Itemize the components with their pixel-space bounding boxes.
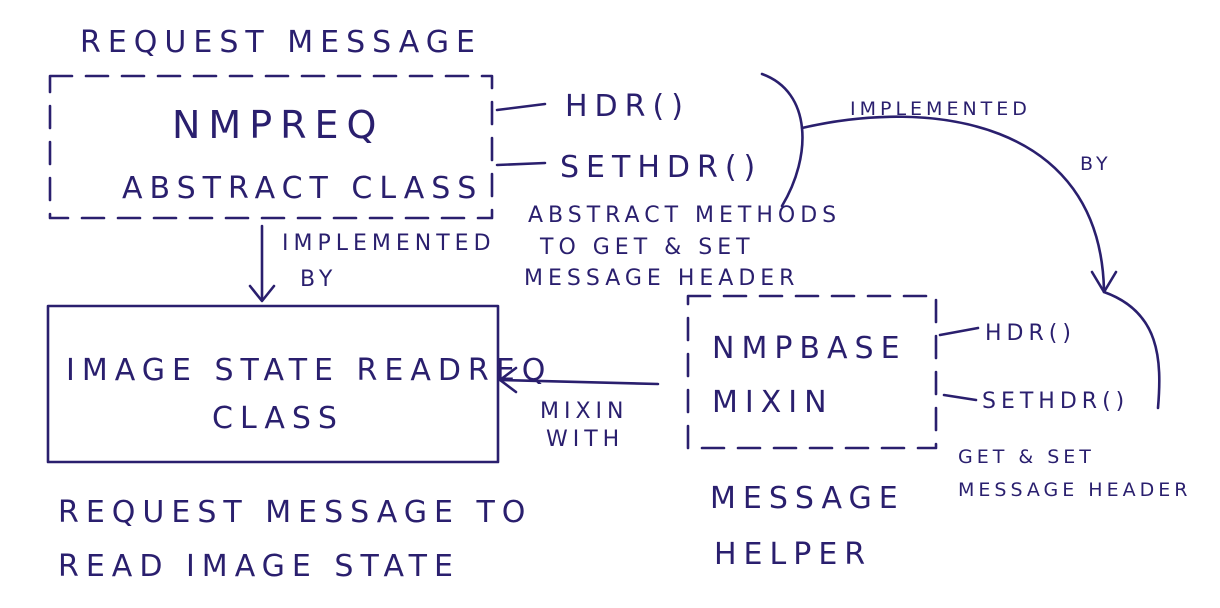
request-desc-line2: READ IMAGE STATE [58, 549, 460, 584]
bottom-methods-brace [1102, 290, 1161, 410]
nmpreq-kind: ABSTRACT CLASS [122, 171, 483, 206]
hdr-bottom-connector [938, 326, 980, 337]
helper-line2: HELPER [714, 537, 872, 572]
sethdr-top-connector [495, 161, 547, 167]
image-state-box [46, 304, 500, 464]
abstract-note-line1: ABSTRACT METHODS [528, 203, 841, 228]
implemented-down-line2: BY [300, 267, 337, 292]
sethdr-bottom-label: SETHDR() [982, 389, 1129, 414]
implemented-curve-line1: IMPLEMENTED [850, 98, 1031, 120]
nmpbase-box [686, 294, 938, 450]
sethdr-bottom-connector [942, 393, 978, 402]
image-state-kind: CLASS [212, 401, 344, 436]
abstract-note-line3: MESSAGE HEADER [524, 266, 799, 291]
nmpreq-name: NMPREQ [172, 103, 384, 147]
request-desc-line1: REQUEST MESSAGE TO [58, 495, 532, 530]
helper-line1: MESSAGE [710, 481, 905, 516]
hdr-top-label: HDR() [565, 89, 690, 124]
get-set-note-line2: MESSAGE HEADER [958, 479, 1191, 501]
mixin-with-line2: WITH [546, 427, 624, 452]
implemented-down-line1: IMPLEMENTED [282, 231, 496, 256]
mixin-with-line1: MIXIN [540, 399, 629, 424]
mixin-arrowhead [498, 366, 518, 394]
request-message-title: REQUEST MESSAGE [80, 25, 482, 60]
hdr-top-connector [495, 102, 547, 112]
implemented-down-arrowhead [248, 284, 276, 303]
sethdr-top-label: SETHDR() [560, 150, 762, 185]
methods-brace [760, 72, 804, 208]
get-set-note-line1: GET & SET [958, 446, 1095, 468]
image-state-name: IMAGE STATE READREQ [66, 353, 552, 388]
implemented-curve-line2: BY [1080, 153, 1112, 175]
abstract-note-line2: TO GET & SET [539, 235, 755, 260]
implemented-curve-arrow [800, 115, 1106, 292]
nmpbase-name-line1: NMPBASE [712, 331, 907, 366]
nmpbase-name-line2: MIXIN [712, 385, 834, 420]
hdr-bottom-label: HDR() [985, 321, 1076, 346]
mixin-arrow-shaft [498, 378, 660, 386]
nmpreq-box [48, 74, 494, 220]
